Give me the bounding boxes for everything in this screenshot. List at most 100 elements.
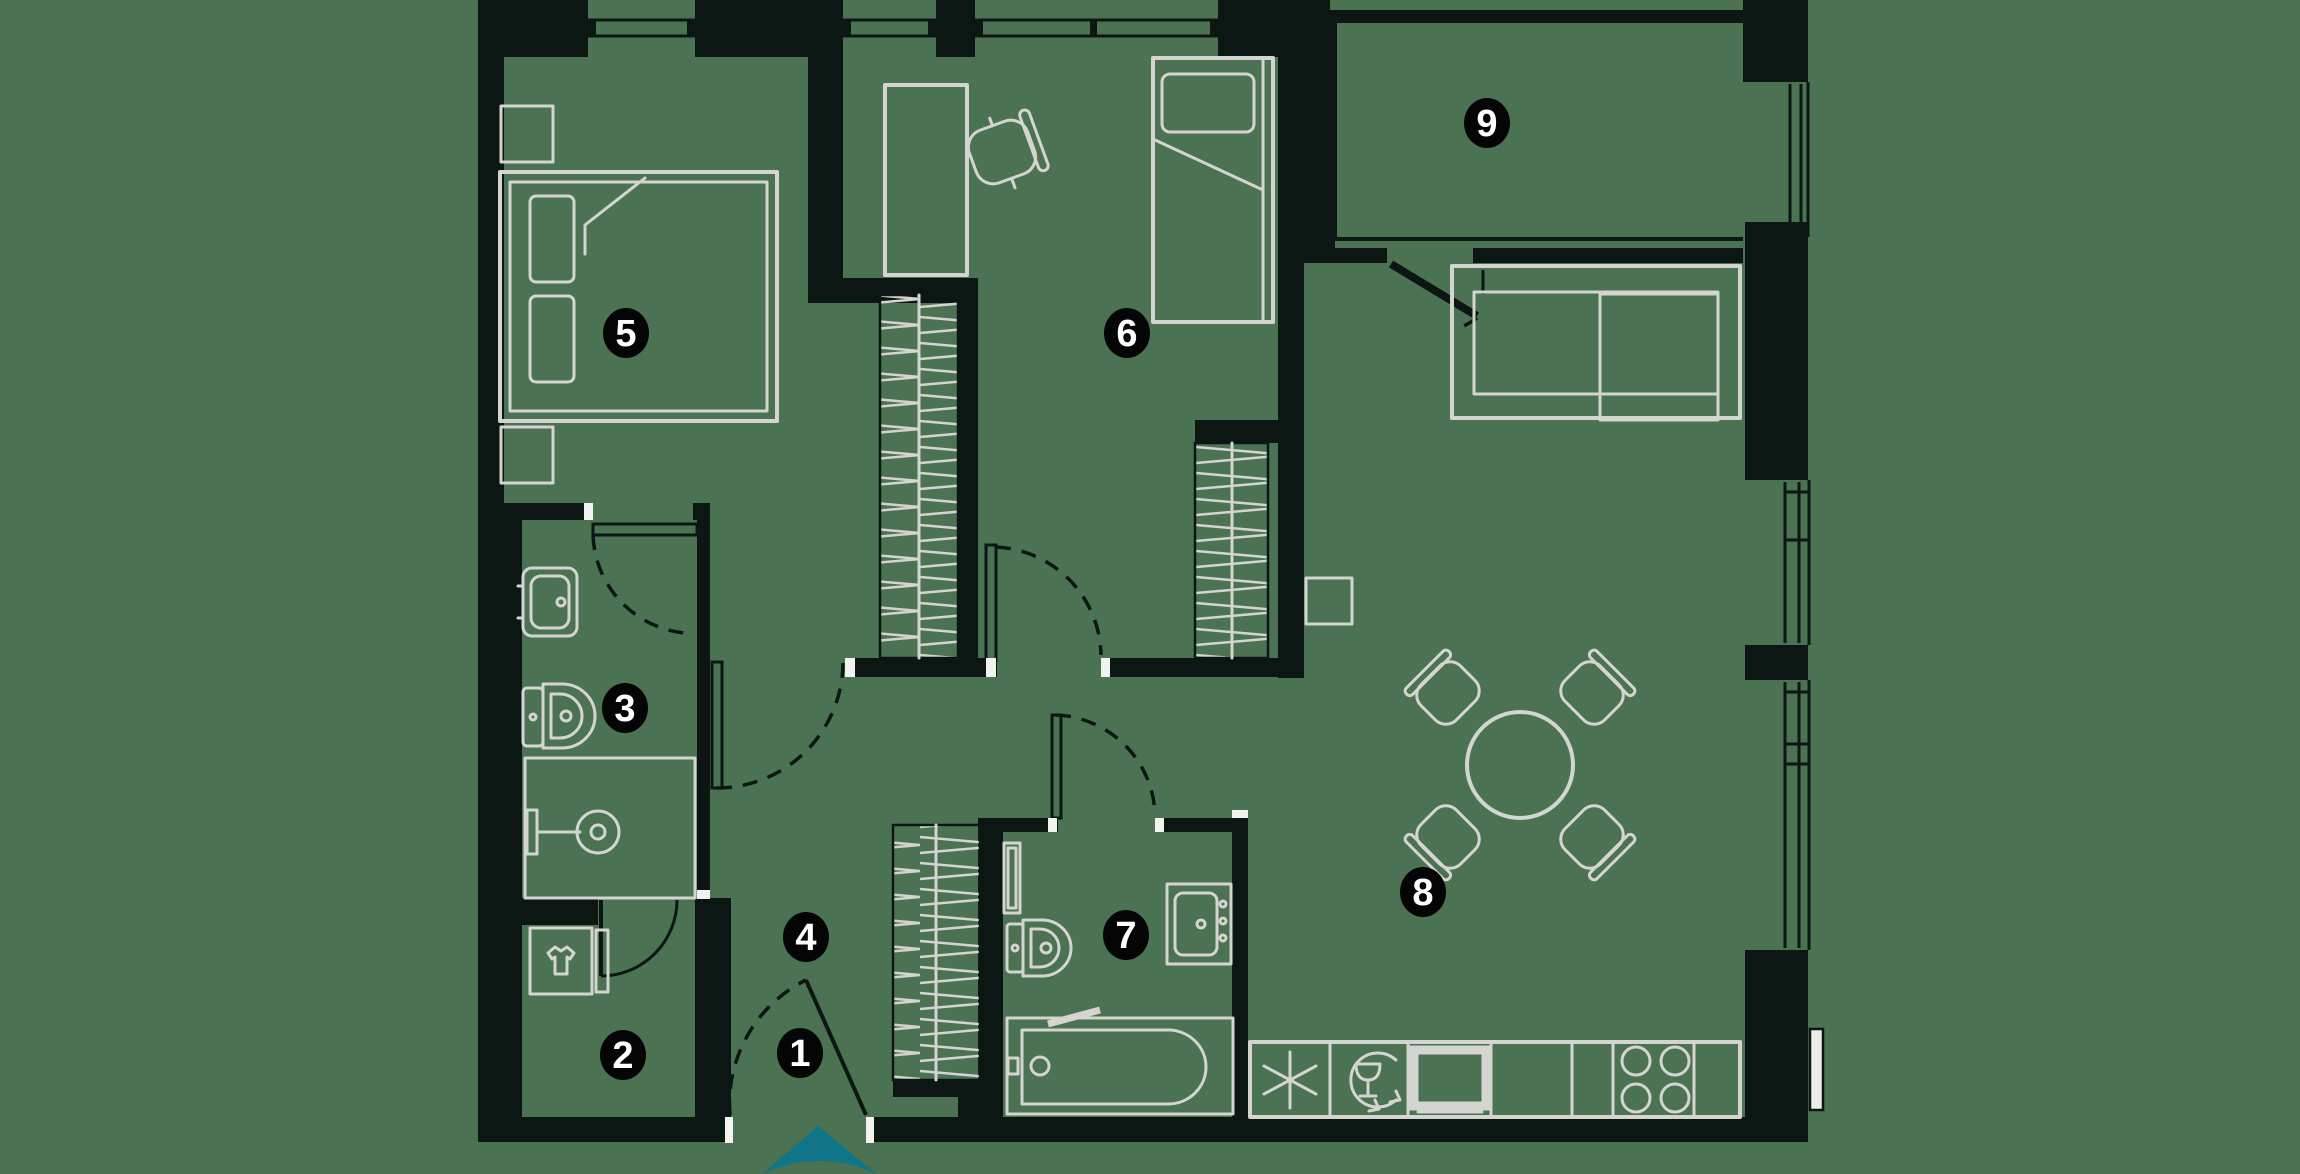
wall	[502, 898, 598, 925]
windows	[586, 6, 1811, 950]
door-stop	[866, 1117, 874, 1143]
balcony-window	[1788, 82, 1810, 237]
dishwasher-icon	[1349, 1051, 1402, 1113]
dining-chair	[1559, 804, 1637, 882]
window	[1783, 480, 1811, 645]
wall	[1232, 818, 1248, 1117]
wall	[958, 303, 978, 658]
room-number: 7	[1115, 915, 1136, 957]
dining-chair	[1559, 648, 1637, 726]
wall-right	[1745, 950, 1808, 1142]
glass-screen	[1047, 1006, 1101, 1028]
room-label-1: 1	[777, 1028, 823, 1078]
door-arc	[591, 534, 685, 635]
entry-door	[727, 978, 868, 1116]
toilet-icon	[521, 682, 597, 750]
wall	[1195, 420, 1290, 443]
door-stop	[584, 503, 593, 520]
pillow	[1160, 72, 1256, 134]
entrance-arrow-icon	[762, 1126, 877, 1174]
door-arc	[600, 899, 679, 978]
room-number: 5	[615, 313, 636, 355]
room-number: 6	[1116, 313, 1137, 355]
wall	[693, 503, 710, 520]
door-room6	[984, 543, 1103, 662]
washing-machine-icon	[528, 926, 610, 996]
kitchen-sink-icon	[1262, 1050, 1318, 1110]
hob-icon	[1620, 1045, 1691, 1114]
window	[1783, 680, 1811, 950]
office-chair	[966, 108, 1050, 190]
furniture	[498, 56, 1825, 1119]
door-stop	[1048, 818, 1057, 832]
room-label-4: 4	[783, 912, 829, 962]
shower-icon	[523, 756, 697, 900]
wall	[1155, 818, 1248, 832]
door-arc	[727, 978, 807, 1116]
room-number: 2	[612, 1035, 633, 1077]
window	[586, 6, 697, 57]
door-arc	[1055, 713, 1157, 815]
dining-chair	[1403, 648, 1481, 726]
wardrobe	[1193, 441, 1270, 660]
wall	[502, 503, 593, 520]
dining-chair	[1403, 804, 1481, 882]
door-arc	[716, 661, 845, 790]
door-stop	[986, 658, 996, 677]
wall	[978, 832, 1003, 1117]
wall	[978, 818, 1058, 832]
door-room3	[591, 522, 699, 635]
door-stop	[1101, 658, 1110, 677]
bathroom-sink-icon	[516, 566, 579, 638]
exterior-pipe	[1808, 1027, 1825, 1112]
room-label-2: 2	[600, 1030, 646, 1080]
wall-bottom	[868, 1117, 1808, 1142]
room-label-3: 3	[602, 683, 648, 733]
door-stop	[1232, 810, 1248, 818]
desk	[883, 83, 969, 277]
toilet-icon	[1005, 918, 1073, 978]
door-hall	[710, 660, 845, 790]
balcony-glazing-line	[1335, 237, 1743, 241]
wall	[847, 658, 997, 677]
room-number: 3	[614, 688, 635, 730]
wall	[1103, 658, 1290, 677]
door-arc	[995, 545, 1103, 656]
room-number: 1	[789, 1033, 810, 1075]
walls	[478, 0, 1808, 1142]
balcony-glazing-frame	[1473, 248, 1743, 263]
wall	[697, 520, 710, 898]
wall-bottom	[478, 1117, 733, 1142]
door-room2	[599, 899, 679, 978]
room-label-6: 6	[1104, 308, 1150, 358]
blanket-fold	[583, 176, 647, 256]
wall	[808, 0, 843, 303]
double-bed	[498, 170, 779, 423]
balcony-glazing-frame	[1335, 248, 1387, 263]
wardrobe	[891, 823, 982, 1082]
wall-left	[478, 520, 522, 1142]
pillow	[528, 294, 576, 384]
side-table	[1304, 576, 1354, 626]
vanity-sink-icon	[1165, 882, 1233, 966]
single-bed	[1151, 56, 1275, 324]
dining-set	[1403, 648, 1637, 882]
window	[973, 6, 1220, 57]
door-stop	[725, 1117, 733, 1143]
kitchen-counter	[1248, 1040, 1742, 1119]
room-labels: 1 2 3 4 5 6 7 8	[600, 98, 1510, 1080]
room-label-9: 9	[1464, 98, 1510, 148]
wall-right	[1745, 222, 1808, 480]
balcony-parapet-left	[1323, 10, 1337, 237]
room-label-7: 7	[1103, 910, 1149, 960]
sofa	[1450, 264, 1742, 422]
window	[841, 6, 938, 57]
oven-icon	[1409, 1045, 1491, 1114]
doors	[584, 260, 1485, 1143]
balcony-parapet-top	[1330, 10, 1743, 23]
door-stop	[697, 890, 710, 899]
nightstand	[499, 104, 555, 164]
dining-table	[1465, 710, 1575, 820]
wall-balcony-corner	[1743, 0, 1808, 82]
bathtub-icon	[1005, 1006, 1235, 1116]
